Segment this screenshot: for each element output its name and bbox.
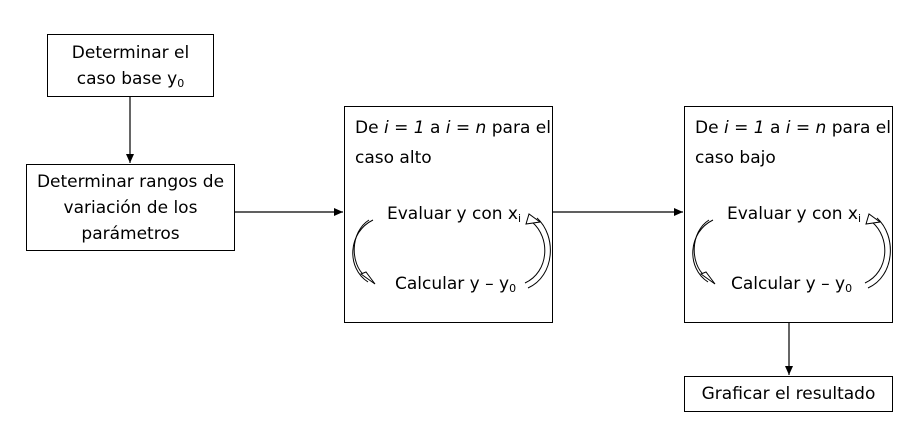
base-case-box: Determinar el caso base y0 xyxy=(47,34,214,97)
parameter-ranges-box: Determinar rangos de variación de los pa… xyxy=(26,164,235,251)
high-case-evaluate: Evaluar y con xi xyxy=(387,204,522,225)
low-case-title-line2: caso bajo xyxy=(695,148,776,168)
parameter-ranges-text: Determinar rangos de variación de los pa… xyxy=(37,169,224,247)
high-case-title-line1: De i = 1 a i = n para el xyxy=(355,118,551,138)
low-case-box: De i = 1 a i = n para el caso bajo Evalu… xyxy=(684,106,893,323)
low-case-title: De i = 1 a i = n para el caso bajo xyxy=(695,113,891,173)
high-case-box: De i = 1 a i = n para el caso alto Evalu… xyxy=(344,106,553,323)
low-case-right-cycle-arrow xyxy=(864,213,891,289)
low-case-calculate: Calcular y – y0 xyxy=(731,274,853,295)
parameter-ranges-line3: parámetros xyxy=(81,223,180,244)
parameter-ranges-line2: variación de los xyxy=(63,197,198,218)
plot-result-label: Graficar el resultado xyxy=(701,384,876,404)
high-case-left-cycle-arrow xyxy=(352,219,376,285)
low-case-evaluate: Evaluar y con xi xyxy=(727,204,862,225)
high-case-calculate: Calcular y – y0 xyxy=(395,274,517,295)
base-case-text: Determinar el caso base y0 xyxy=(72,40,189,92)
low-case-title-line1: De i = 1 a i = n para el xyxy=(695,118,891,138)
high-case-title: De i = 1 a i = n para el caso alto xyxy=(355,113,551,173)
plot-result-box: Graficar el resultado xyxy=(684,376,893,412)
base-case-line2: caso base y0 xyxy=(76,68,185,90)
low-case-left-cycle-arrow xyxy=(692,219,716,285)
high-case-right-cycle-arrow xyxy=(524,213,551,289)
high-case-title-line2: caso alto xyxy=(355,148,432,168)
parameter-ranges-line1: Determinar rangos de xyxy=(36,171,225,192)
base-case-line1: Determinar el xyxy=(71,42,190,63)
